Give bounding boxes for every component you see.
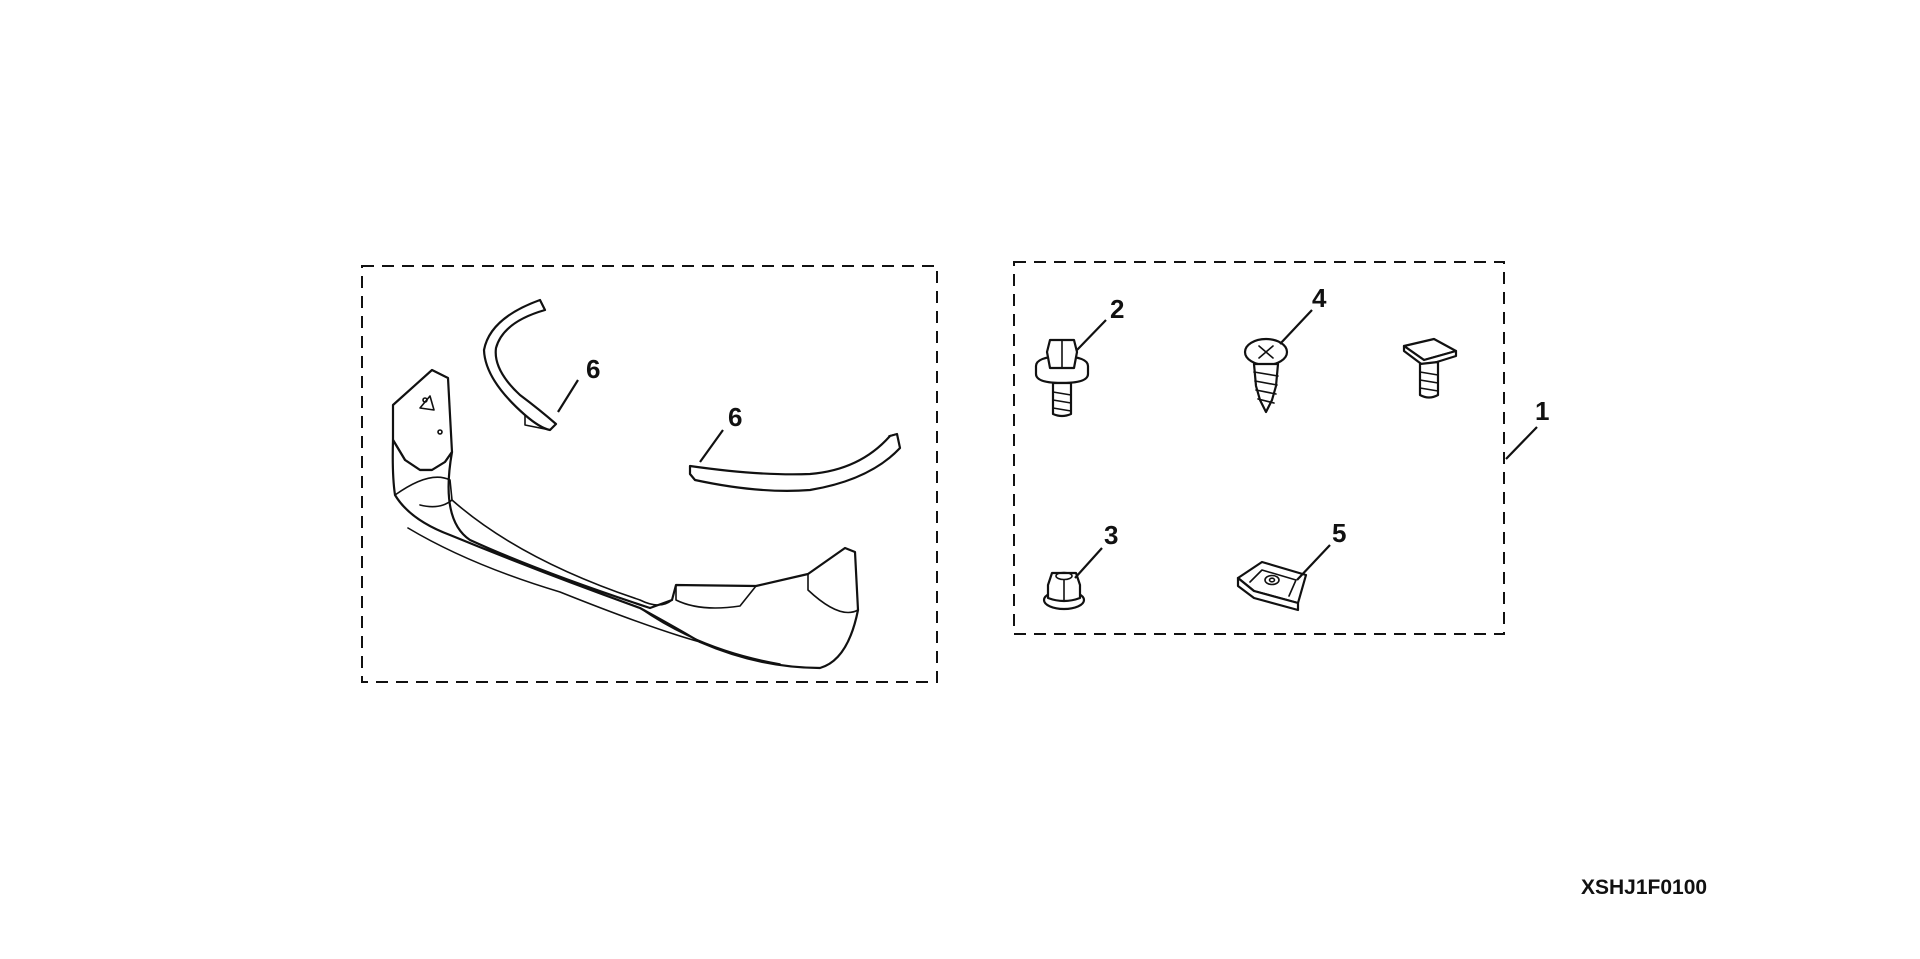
front-spoiler-part: [391, 368, 860, 670]
tapping-screw-part: [1243, 337, 1289, 414]
callout-1: 1: [1535, 396, 1549, 426]
trim-strip-right-part: [688, 432, 902, 492]
leader-line-6-left: [557, 379, 579, 413]
square-head-bolt-part: [1402, 337, 1458, 399]
callout-6-left: 6: [586, 354, 600, 384]
leader-line-6-right: [699, 429, 724, 463]
hardware-group-frame: [1013, 261, 1505, 635]
callout-3: 3: [1104, 520, 1118, 550]
leader-line-5: [1296, 544, 1331, 581]
leader-line-1: [1505, 426, 1538, 460]
diagram-code: XSHJ1F0100: [1581, 876, 1707, 899]
callout-5: 5: [1332, 518, 1346, 548]
leader-line-4: [1279, 309, 1313, 345]
leader-line-2: [1076, 319, 1107, 351]
callout-4: 4: [1312, 283, 1327, 313]
callout-6-right: 6: [728, 402, 742, 432]
leader-line-3: [1074, 547, 1103, 579]
callout-2: 2: [1110, 294, 1124, 324]
flange-nut-part: [1042, 571, 1086, 611]
trim-strip-left-part: [482, 298, 558, 432]
spring-nut-clip-part: [1236, 560, 1308, 612]
bumper-group-frame: [361, 265, 938, 683]
flange-bolt-part: [1034, 338, 1090, 418]
